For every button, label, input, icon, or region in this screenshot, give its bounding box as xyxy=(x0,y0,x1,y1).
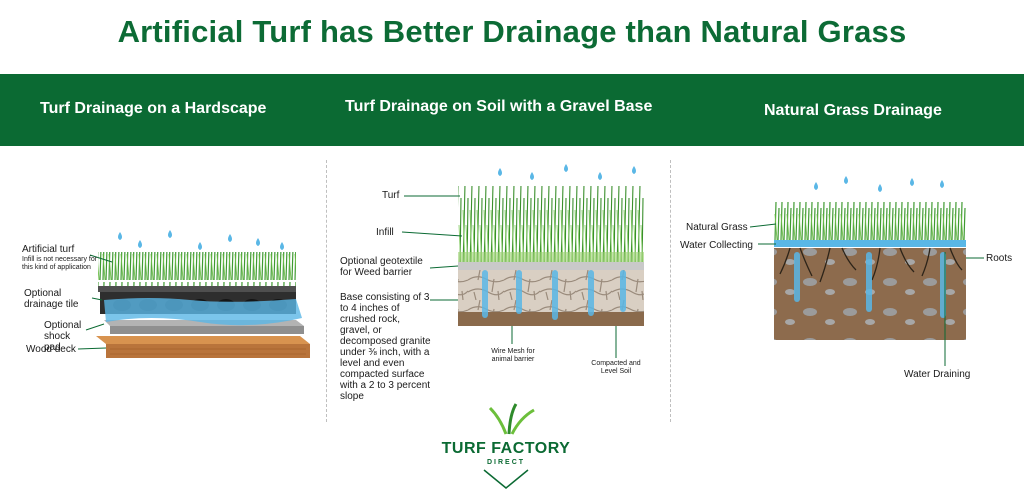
wood-deck-front xyxy=(106,344,310,358)
hardscape-illustration xyxy=(96,252,310,358)
label-shock-pad: Optional shock pad xyxy=(44,320,82,353)
label-wire-mesh: Wire Mesh for animal barrier xyxy=(491,348,535,363)
compacted-soil xyxy=(458,312,644,326)
brand-sub: DIRECT xyxy=(486,459,526,466)
turf-layer xyxy=(458,186,644,262)
panel-title-natural: Natural Grass Drainage xyxy=(764,102,942,119)
label-drainage-tile: Optional drainage tile xyxy=(24,288,79,310)
infill-layer xyxy=(458,252,644,262)
geotextile-layer xyxy=(458,262,644,270)
raindrops xyxy=(118,164,944,250)
brand-name: TURF FACTORY xyxy=(441,440,571,457)
panel-title-hardscape: Turf Drainage on a Hardscape xyxy=(40,100,267,117)
label-natural-grass: Natural Grass xyxy=(686,222,748,233)
label-roots: Roots xyxy=(986,253,1013,264)
label-water-collecting: Water Collecting xyxy=(680,240,753,251)
panel-divider-right xyxy=(670,160,671,422)
wood-deck-top xyxy=(96,336,310,344)
label-water-draining: Water Draining xyxy=(904,369,971,380)
label-turf: Turf xyxy=(382,190,400,201)
label-wood-deck: Wood deck xyxy=(26,344,76,355)
panel-title-banner: Turf Drainage on a Hardscape Turf Draina… xyxy=(0,74,1024,146)
artificial-turf xyxy=(98,252,296,292)
natural-illustration xyxy=(774,200,966,340)
gravel-base xyxy=(458,270,644,312)
label-infill: Infill xyxy=(376,227,394,238)
label-turf-note: Infill is not necessary for this kind of… xyxy=(22,256,98,271)
label-compacted-soil: Compacted and Level Soil xyxy=(591,360,641,375)
natural-grass xyxy=(774,200,966,246)
label-geotextile: Optional geotextile for Weed barrier xyxy=(340,256,423,278)
water-flow xyxy=(104,298,302,326)
panel-divider-left xyxy=(326,160,327,422)
leader-lines xyxy=(77,195,984,366)
brand-chevron xyxy=(483,469,529,489)
shock-pad-front xyxy=(110,326,304,334)
panel-title-gravel: Turf Drainage on Soil with a Gravel Base xyxy=(345,98,653,115)
brand-logo: TURF FACTORY DIRECT xyxy=(436,440,576,467)
brand-grass-icon xyxy=(488,403,535,435)
label-gravel-base: Base consisting of 3 to 4 inches of crus… xyxy=(340,292,431,402)
page-title: Artificial Turf has Better Drainage than… xyxy=(117,14,907,49)
water-collecting-layer xyxy=(774,240,966,247)
roots xyxy=(779,247,963,283)
label-artificial-turf: Artificial turf xyxy=(22,244,75,255)
gravel-illustration xyxy=(458,186,644,326)
